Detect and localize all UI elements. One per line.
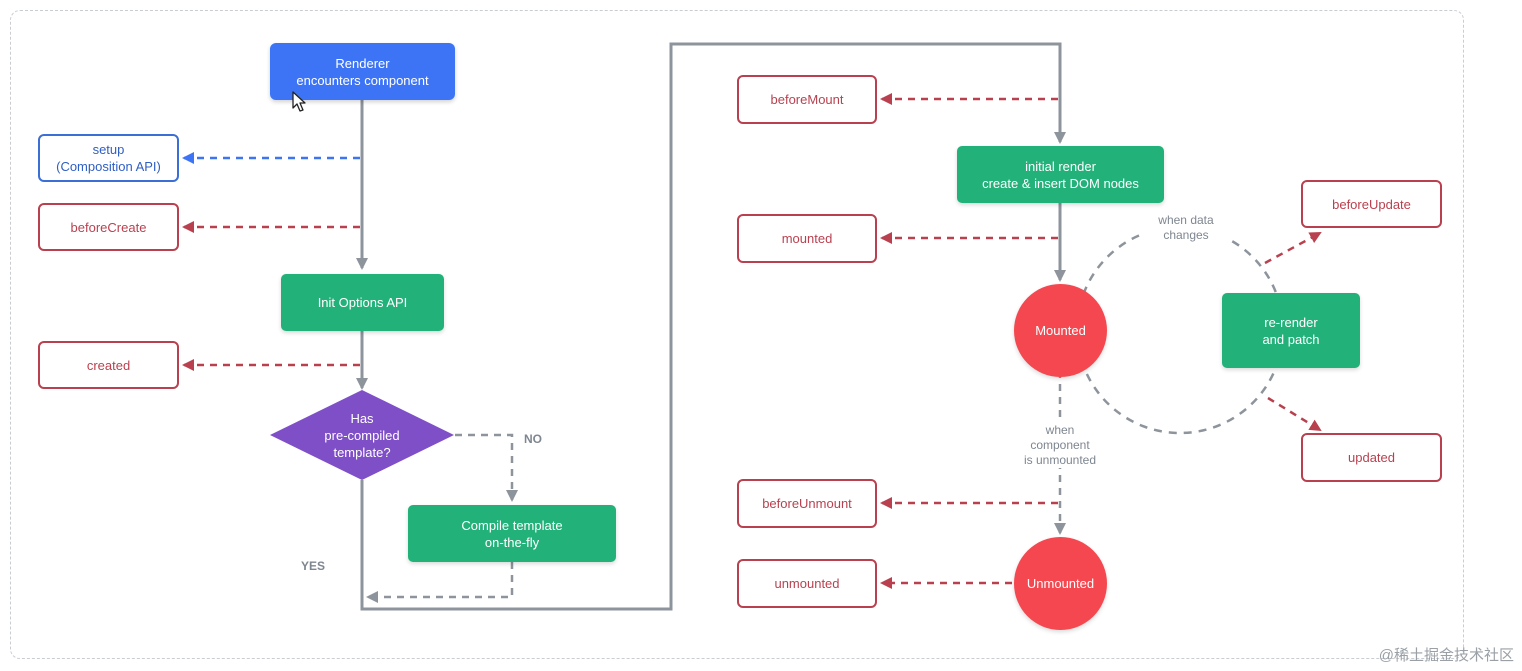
no-label: NO [524,432,542,446]
created-hook: created [38,341,179,389]
initial-render-node: initial render create & insert DOM nodes [957,146,1164,203]
yes-label: YES [301,559,326,573]
compile-flow-lines [366,371,1066,603]
diagram-frame [10,10,1464,659]
before-update-hook: beforeUpdate [1301,180,1442,228]
mouse-pointer-icon [292,91,306,112]
when-component-unmounted-label: when component is unmounted [1002,423,1118,468]
decision-diamond [270,390,454,480]
updated-hook: updated [1301,433,1442,482]
unmounted-hook: unmounted [737,559,877,608]
when-data-changes-label: when data changes [1144,213,1228,243]
renderer-node: Renderer encounters component [270,43,455,100]
mounted-state: Mounted [1014,284,1107,377]
compile-template-node: Compile template on-the-fly [408,505,616,562]
before-unmount-hook: beforeUnmount [737,479,877,528]
hook-connectors [182,93,1322,589]
unmounted-state: Unmounted [1014,537,1107,630]
setup-hook: setup (Composition API) [38,134,179,182]
init-options-api-node: Init Options API [281,274,444,331]
before-mount-hook: beforeMount [737,75,877,124]
main-flow-lines [356,42,1066,611]
watermark: @稀土掘金技术社区 [1378,647,1514,664]
before-create-hook: beforeCreate [38,203,179,251]
mounted-hook: mounted [737,214,877,263]
decision-label: Has pre-compiled template? [324,411,400,460]
rerender-patch-node: re-render and patch [1222,293,1360,368]
